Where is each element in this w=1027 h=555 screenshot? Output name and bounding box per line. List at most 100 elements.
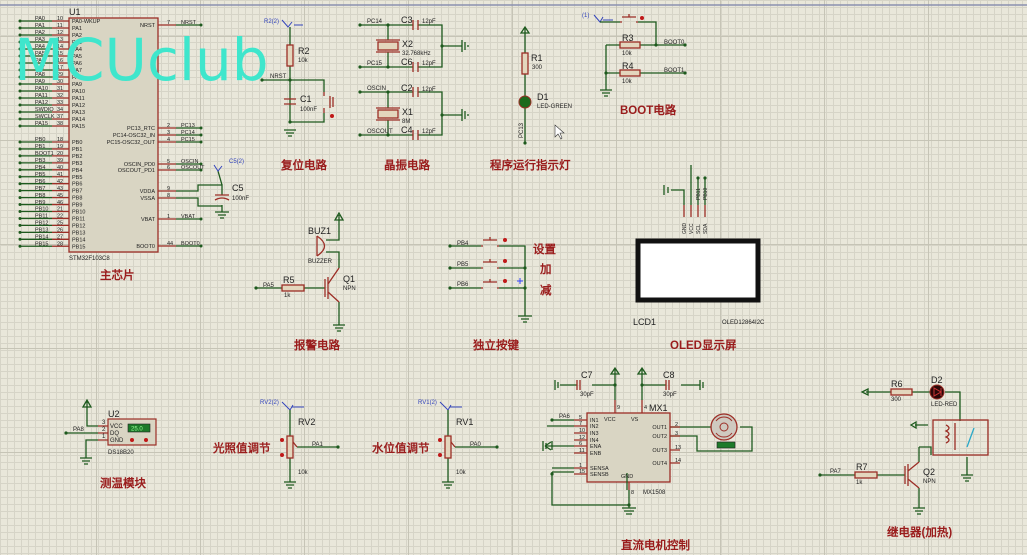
r2-resistor[interactable] <box>286 44 294 67</box>
c6-ref: C6 <box>401 57 413 67</box>
net-pb4: PB4 <box>457 241 469 247</box>
mx1-pin-number: 1 <box>579 463 582 469</box>
ground-icon <box>333 324 345 332</box>
r5-resistor[interactable] <box>281 284 305 292</box>
alarm-circuit[interactable]: BUZ1 BUZZER R5 1k PA5 Q1 NPN 报警电路 <box>254 211 356 352</box>
relay-icon[interactable] <box>932 419 989 456</box>
mcu-pin-net: PA15 <box>35 121 48 127</box>
mx1-pin-number: 4 <box>644 405 647 411</box>
temp-wires <box>66 398 98 458</box>
dc-motor-icon[interactable] <box>710 413 738 441</box>
r6-resistor[interactable] <box>890 388 913 396</box>
junction-dot <box>18 103 22 107</box>
c5-wires <box>180 184 223 212</box>
c5-capacitor[interactable] <box>214 194 230 201</box>
buz1-value: BUZZER <box>308 259 333 265</box>
q2-npn-transistor[interactable] <box>904 461 920 489</box>
r3-resistor[interactable] <box>619 41 641 49</box>
temp-circuit[interactable]: 25.0 3 2 1 VCC DQ GND U2 DS18B20 PA8 测温模… <box>64 398 157 490</box>
rv2-potentiometer[interactable] <box>286 435 294 459</box>
water-circuit[interactable]: RV1(2) RV1 10k PA0 水位值调节 <box>372 400 499 489</box>
mcu-pin-net: PA2 <box>35 30 45 36</box>
mx1-ref: MX1 <box>649 403 668 413</box>
junction-dot <box>18 196 22 200</box>
net-boot1: BOOT1 <box>664 68 685 74</box>
mcu-pin-name: PC14-OSC32_IN <box>113 133 155 139</box>
reset-circuit[interactable]: R2(2) R2 10k NRST C1 100nF 复位电路 <box>260 19 334 172</box>
r3-value: 10k <box>622 51 633 57</box>
led-circuit[interactable]: R1 300 D1 LED-GREEN PC13 程序运行指示灯 <box>490 25 572 172</box>
mcu-pin-net: PA1 <box>35 23 45 29</box>
r7-resistor[interactable] <box>854 471 878 479</box>
section-title-reset: 复位电路 <box>280 158 327 172</box>
crystal-circuit[interactable]: PC14 PC15 OSCIN OSCOUT C3 12pF C6 12pF C… <box>358 15 469 172</box>
q2-ref: Q2 <box>923 467 935 477</box>
mcu-pin-number: 42 <box>57 179 63 185</box>
mcu-pin-number: 7 <box>167 20 170 26</box>
mcu-pin-name: PA0-WKUP <box>72 19 101 25</box>
mcu-pin-number: 4 <box>167 137 170 143</box>
mcu-body[interactable] <box>68 17 159 253</box>
net-pb10: PB10 <box>703 188 709 200</box>
mcu-pin-number: 8 <box>167 193 170 199</box>
mcu-pin-name: PA9 <box>72 82 82 88</box>
x1-crystal[interactable] <box>377 109 399 119</box>
net-pa6: PA6 <box>559 414 571 420</box>
c2-value: 12pF <box>422 87 436 93</box>
net-pa0: PA0 <box>470 442 482 448</box>
mcu-pin-name: VSSA <box>140 196 155 202</box>
oled-pin-vcc: VCC <box>689 223 695 234</box>
oled-part: OLED12864I2C <box>722 320 765 326</box>
keys-circuit[interactable]: PB4 PB5 PB6 设置 加 减 独立按键 <box>448 237 556 352</box>
mcu-pin-net: PB15 <box>35 241 48 247</box>
junction-dot <box>18 203 22 207</box>
r1-resistor[interactable] <box>521 52 529 75</box>
mcu-pin-net: PB1 <box>35 144 45 150</box>
r5-ref: R5 <box>283 275 295 285</box>
c1-capacitor[interactable] <box>284 98 296 105</box>
r2-probe-label: R2(2) <box>264 19 279 25</box>
mcu-pin-name: PB13 <box>72 230 85 236</box>
key-buttons[interactable] <box>481 237 499 289</box>
boot-button[interactable] <box>620 14 638 23</box>
section-title-led: 程序运行指示灯 <box>490 158 571 172</box>
oled-screen[interactable] <box>635 238 761 303</box>
c1-ref: C1 <box>300 94 312 104</box>
mcu-pin-name: PA14 <box>72 117 85 123</box>
temp-display <box>127 423 151 433</box>
x2-crystal[interactable] <box>377 41 399 51</box>
rv2-value: 10k <box>298 470 309 476</box>
mx1-pin-number: 6 <box>579 441 582 447</box>
rv1-ref: RV1 <box>456 417 473 427</box>
oled-pin-gnd: GND <box>682 223 688 235</box>
crosshair-icon <box>517 278 523 284</box>
section-title-light: 光照值调节 <box>212 441 271 455</box>
junction-dot <box>18 147 22 151</box>
crystal-capacitors[interactable] <box>412 20 419 140</box>
q1-npn-transistor[interactable] <box>324 267 340 303</box>
mx1508-body[interactable] <box>586 412 671 483</box>
mcu-pin-number: 39 <box>57 158 63 164</box>
r4-resistor[interactable] <box>619 69 641 77</box>
boot-circuit[interactable]: (1) R3 10k R4 10k BOOT0 BOOT1 BOOT电路 <box>582 13 687 117</box>
mcu-pin-number: 30 <box>57 79 63 85</box>
buzzer-icon[interactable] <box>316 235 326 257</box>
reset-button[interactable] <box>323 92 334 113</box>
d1-led-icon[interactable] <box>518 95 532 109</box>
mcu-pin-net: PA9 <box>35 79 45 85</box>
c8-ref: C8 <box>663 370 675 380</box>
mcu-pin-number: 28 <box>57 241 63 247</box>
mcu-pin-net: PA0 <box>35 16 45 22</box>
relay-circuit[interactable]: R6 300 D2 LED-RED R7 1k Q2 NPN PA7 继电器(加… <box>818 375 989 539</box>
section-title-keys: 独立按键 <box>473 338 519 352</box>
light-circuit[interactable]: RV2(2) RV2 10k PA1 光照值调节 <box>212 400 340 489</box>
rv1-potentiometer[interactable] <box>444 435 452 459</box>
oled-circuit[interactable]: PB11 PB10 GND VCC SCL SDA LCD1 OLED12864… <box>633 165 765 352</box>
mcu-pin-number: 31 <box>57 86 63 92</box>
junction-dot <box>18 75 22 79</box>
mcu-pin-name: PB6 <box>72 182 82 188</box>
q1-ref: Q1 <box>343 274 355 284</box>
